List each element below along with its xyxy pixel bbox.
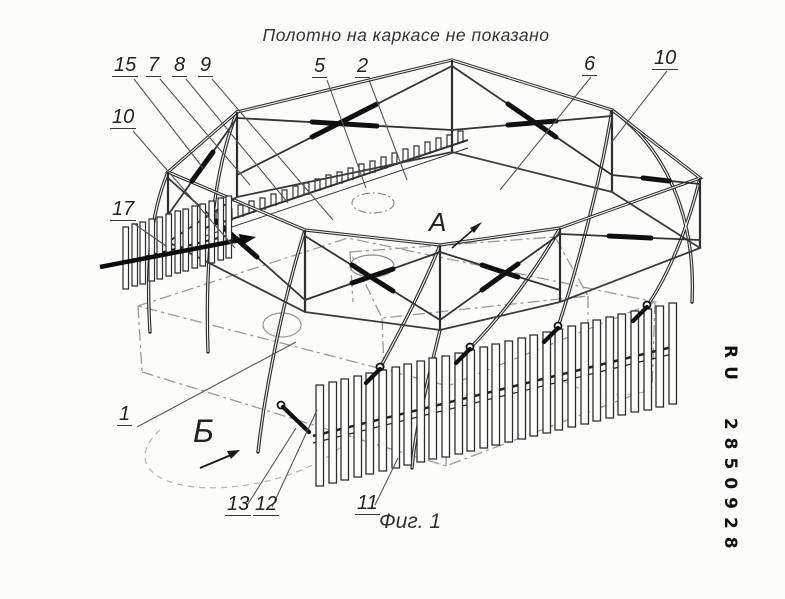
left-lath-screen bbox=[119, 195, 233, 290]
callout-13: 13 bbox=[225, 493, 252, 516]
view-arrow-a bbox=[451, 222, 482, 249]
callout-8: 8 bbox=[172, 54, 188, 77]
front-lath-screen bbox=[312, 302, 678, 487]
callout-10-top-right: 10 bbox=[652, 47, 679, 70]
drawing-note: Полотно на каркасе не показано bbox=[262, 25, 550, 45]
view-label-b: Б bbox=[193, 413, 214, 449]
callout-11: 11 bbox=[355, 492, 380, 515]
corner-posts bbox=[166, 60, 702, 330]
figure-caption: Фиг. 1 bbox=[378, 510, 442, 533]
view-label-a: А bbox=[429, 207, 447, 237]
lower-ring bbox=[166, 151, 702, 331]
callout-15: 15 bbox=[112, 54, 139, 77]
callout-17: 17 bbox=[110, 198, 137, 221]
attachment-hooks bbox=[276, 300, 652, 435]
crenellated-comb bbox=[204, 130, 464, 228]
view-arrow-b bbox=[199, 450, 240, 469]
callout-12: 12 bbox=[253, 493, 280, 516]
patent-number: RU 2850928 bbox=[720, 345, 740, 557]
callout-6: 6 bbox=[582, 53, 598, 76]
callout-1: 1 bbox=[117, 403, 133, 426]
callout-7: 7 bbox=[146, 54, 162, 77]
leader-lines bbox=[132, 70, 668, 508]
callout-5: 5 bbox=[312, 55, 328, 78]
callout-9: 9 bbox=[198, 54, 214, 77]
callout-2: 2 bbox=[355, 55, 371, 78]
thick-arrow-left bbox=[99, 234, 256, 270]
callout-10-left: 10 bbox=[110, 106, 137, 129]
